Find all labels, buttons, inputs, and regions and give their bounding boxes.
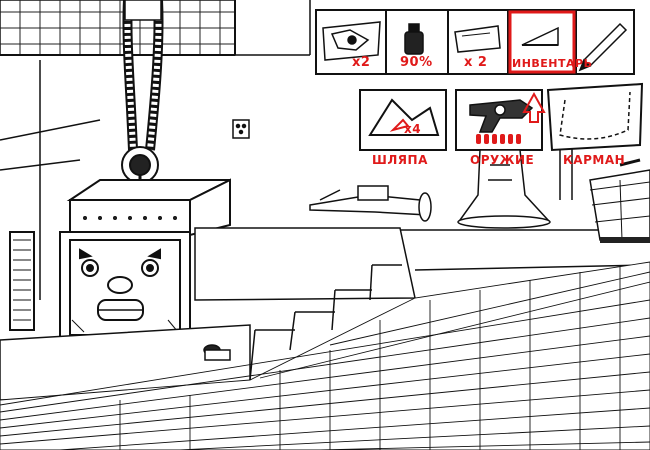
pencil-icon[interactable] <box>578 22 628 72</box>
hat-label: ШЛЯПА <box>372 153 428 167</box>
map-icon[interactable] <box>322 21 381 61</box>
map-count: x2 <box>352 55 371 70</box>
weapon-label: ОРУЖИЕ <box>470 153 535 167</box>
ticket-icon[interactable] <box>454 25 501 53</box>
wood-floor <box>0 261 650 450</box>
cursor-arrow-icon <box>522 91 546 123</box>
hat-icon <box>389 118 410 132</box>
floor-object[interactable] <box>203 344 231 361</box>
inventory-selected-frame <box>508 10 576 74</box>
ticket-count: x 2 <box>464 55 488 70</box>
trumpet-object[interactable] <box>309 185 432 222</box>
ink-bottle-icon[interactable] <box>404 23 424 55</box>
triangle-inventory-icon[interactable] <box>521 26 559 46</box>
hanging-hose <box>121 0 164 190</box>
room-background <box>0 0 650 331</box>
ammo-icons <box>476 134 521 144</box>
ink-percentage: 90% <box>400 55 433 70</box>
revolver-icon <box>469 99 534 133</box>
hat-badge: x4 <box>404 122 422 136</box>
pocket-icon <box>559 91 631 140</box>
tuba-object[interactable] <box>457 149 551 229</box>
inventory-label: ИНВЕНТАРЬ <box>512 57 593 70</box>
pocket-label: КАРМАН <box>563 153 626 167</box>
furnace-machine <box>59 178 231 343</box>
